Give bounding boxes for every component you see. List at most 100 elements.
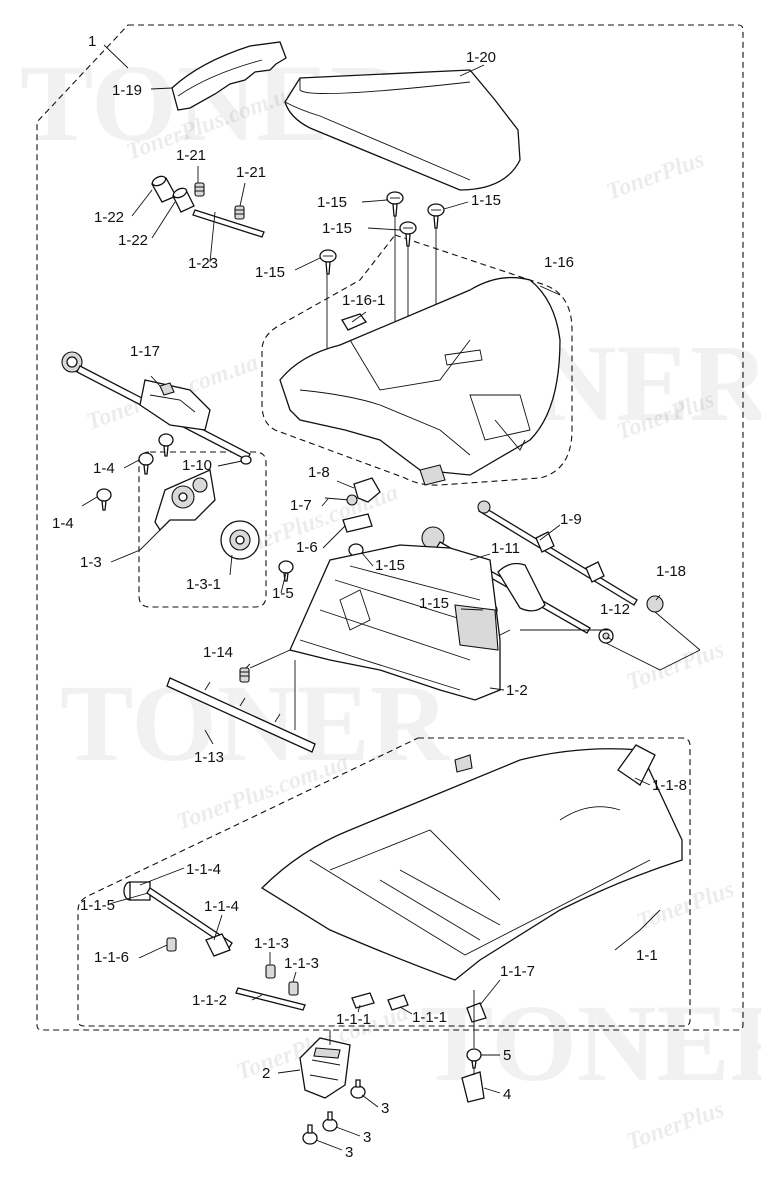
label-1-4-a: 1-4: [93, 460, 115, 477]
part-3-screw-b: [322, 1111, 338, 1132]
label-1-13: 1-13: [194, 749, 224, 766]
label-1-22-b: 1-22: [118, 232, 148, 249]
part-1-3-1-gear: [220, 520, 260, 560]
part-1-21-spring-b: [234, 205, 245, 220]
part-1-23-shaft: [192, 209, 265, 238]
label-1-1-4-a: 1-1-4: [186, 861, 221, 878]
assembly-1-1-boundary: [77, 737, 691, 1027]
label-1-15-a: 1-15: [317, 194, 347, 211]
watermark-short: TonerPlus: [623, 1096, 728, 1155]
part-1-19-cover: [171, 41, 287, 111]
label-1-15-c: 1-15: [322, 220, 352, 237]
part-1-10-bushing: [240, 455, 252, 465]
part-1-1-3-spring-b: [288, 981, 299, 996]
part-1-6-holder: [342, 513, 373, 533]
label-1-15-e: 1-15: [375, 557, 405, 574]
label-1-1: 1-1: [636, 947, 658, 964]
label-1-9: 1-9: [560, 511, 582, 528]
label-1-18: 1-18: [656, 563, 686, 580]
label-1-1-8: 1-1-8: [652, 777, 687, 794]
part-1-1-6-spring: [166, 937, 177, 952]
part-1-22-roller-b: [172, 187, 195, 213]
label-1-3-1: 1-3-1: [186, 576, 221, 593]
part-1-15-screw-e: [158, 433, 174, 457]
label-1-23: 1-23: [188, 255, 218, 272]
part-1-5-screw: [278, 560, 294, 582]
part-1-14-spring: [239, 667, 250, 683]
label-1-10: 1-10: [182, 457, 212, 474]
part-1-9-roller: [477, 500, 638, 606]
part-1-1-4-roller-a: [123, 881, 151, 901]
label-1-21-a: 1-21: [176, 147, 206, 164]
label-1-6: 1-6: [296, 539, 318, 556]
part-1-1-3-spring-a: [265, 964, 276, 979]
label-1-1-6: 1-1-6: [94, 949, 129, 966]
label-1-3: 1-3: [80, 554, 102, 571]
assembly-1-boundary: [36, 24, 744, 1031]
bar-guide-lines: [249, 649, 296, 730]
label-4: 4: [503, 1086, 511, 1103]
label-2: 2: [262, 1065, 270, 1082]
part-1-1-1-roller-b: [387, 994, 409, 1011]
label-1-8: 1-8: [308, 464, 330, 481]
label-3-b: 3: [363, 1129, 371, 1146]
part-1-2-frame: [289, 544, 501, 701]
part-1-1-4-roller-b: [205, 933, 231, 957]
part-1-18-gear: [646, 595, 664, 613]
leader-lines: [81, 44, 661, 1151]
label-1-1-4-b: 1-1-4: [204, 898, 239, 915]
label-3-a: 3: [381, 1100, 389, 1117]
watermark-short: TonerPlus: [633, 876, 738, 935]
label-1-16: 1-16: [544, 254, 574, 271]
part-1-7-spring: [324, 494, 358, 506]
label-5: 5: [503, 1047, 511, 1064]
assembly-1-16-boundary: [261, 234, 573, 486]
part-1-1-2-shaft: [235, 987, 306, 1011]
label-1-11: 1-11: [491, 540, 520, 557]
label-1-15-d: 1-15: [255, 264, 285, 281]
label-1-5: 1-5: [272, 585, 294, 602]
part-1-21-spring-a: [194, 182, 205, 197]
label-1: 1: [88, 33, 96, 50]
part-1-1-8-tab: [617, 744, 656, 786]
label-3-c: 3: [345, 1144, 353, 1161]
part-1-13-bar: [166, 677, 316, 753]
label-1-7: 1-7: [290, 497, 312, 514]
part-3-screw-c: [302, 1124, 318, 1145]
part-1-15-screw-d: [319, 249, 337, 275]
label-1-1-7: 1-1-7: [500, 963, 535, 980]
label-1-22-a: 1-22: [94, 209, 124, 226]
label-1-15-f: 1-15: [419, 595, 449, 612]
label-1-1-3-b: 1-1-3: [284, 955, 319, 972]
label-1-15-b: 1-15: [471, 192, 501, 209]
part-labels: 1 1-19 1-20 1-21 1-21 1-22 1-22 1-23 1-1…: [52, 33, 687, 1161]
part-1-4-screw-b: [96, 488, 112, 511]
label-1-20: 1-20: [466, 49, 496, 66]
part-1-16-1-clip: [341, 313, 368, 331]
label-1-4-b: 1-4: [52, 515, 74, 532]
label-1-1-5: 1-1-5: [80, 897, 115, 914]
part-3-screw-a: [350, 1079, 366, 1099]
label-1-21-b: 1-21: [236, 164, 266, 181]
label-1-12: 1-12: [600, 601, 630, 618]
part-1-1-base-cover: [260, 748, 683, 981]
part-1-3-bracket: [154, 469, 216, 532]
label-1-19: 1-19: [112, 82, 142, 99]
part-1-4-screw-a: [138, 452, 154, 475]
part-1-12-bushing: [598, 628, 614, 644]
watermark-short: TonerPlus: [603, 146, 708, 205]
label-1-1-1-b: 1-1-1: [412, 1009, 447, 1026]
label-1-1-1-a: 1-1-1: [336, 1011, 371, 1028]
label-1-16-1: 1-16-1: [342, 292, 385, 309]
roller-guide-lines: [469, 611, 701, 671]
label-1-17: 1-17: [130, 343, 160, 360]
watermark-short: TonerPlus: [623, 636, 728, 695]
part-1-15-screw-a: [386, 191, 404, 217]
part-1-15-screw-c: [399, 221, 417, 247]
part-1-20-top-cover: [284, 69, 521, 191]
part-2-hinge: [299, 1037, 351, 1099]
label-1-1-2: 1-1-2: [192, 992, 227, 1009]
part-1-8-lever: [353, 477, 381, 503]
part-1-17-pickup-assembly: [61, 351, 251, 461]
